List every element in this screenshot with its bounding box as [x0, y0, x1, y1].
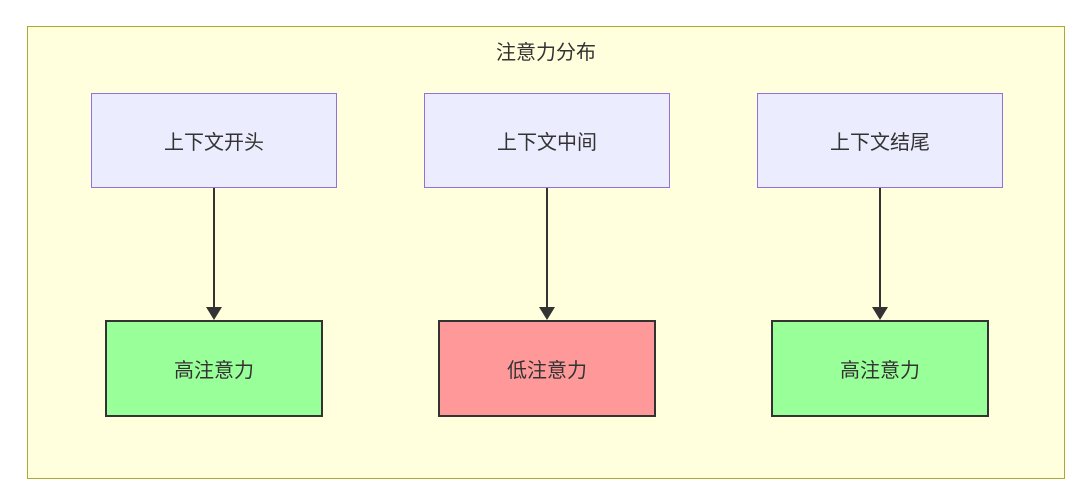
flow-column-context-begin: 上下文开头 高注意力	[90, 93, 338, 417]
arrow-down-icon	[871, 188, 889, 320]
flow-column-context-middle: 上下文中间 低注意力	[423, 93, 671, 417]
node-high-attention-left: 高注意力	[105, 320, 323, 417]
attention-distribution-cluster: 注意力分布 上下文开头 高注意力 上下文中间 低注意力 上下文结尾 高注意力	[27, 26, 1065, 479]
node-context-begin: 上下文开头	[91, 93, 337, 188]
arrow-down-icon	[538, 188, 556, 320]
node-context-end: 上下文结尾	[757, 93, 1003, 188]
node-low-attention: 低注意力	[438, 320, 656, 417]
flow-column-context-end: 上下文结尾 高注意力	[756, 93, 1004, 417]
node-high-attention-right: 高注意力	[771, 320, 989, 417]
arrow-down-icon	[205, 188, 223, 320]
diagram-title: 注意力分布	[496, 42, 596, 64]
node-context-middle: 上下文中间	[424, 93, 670, 188]
